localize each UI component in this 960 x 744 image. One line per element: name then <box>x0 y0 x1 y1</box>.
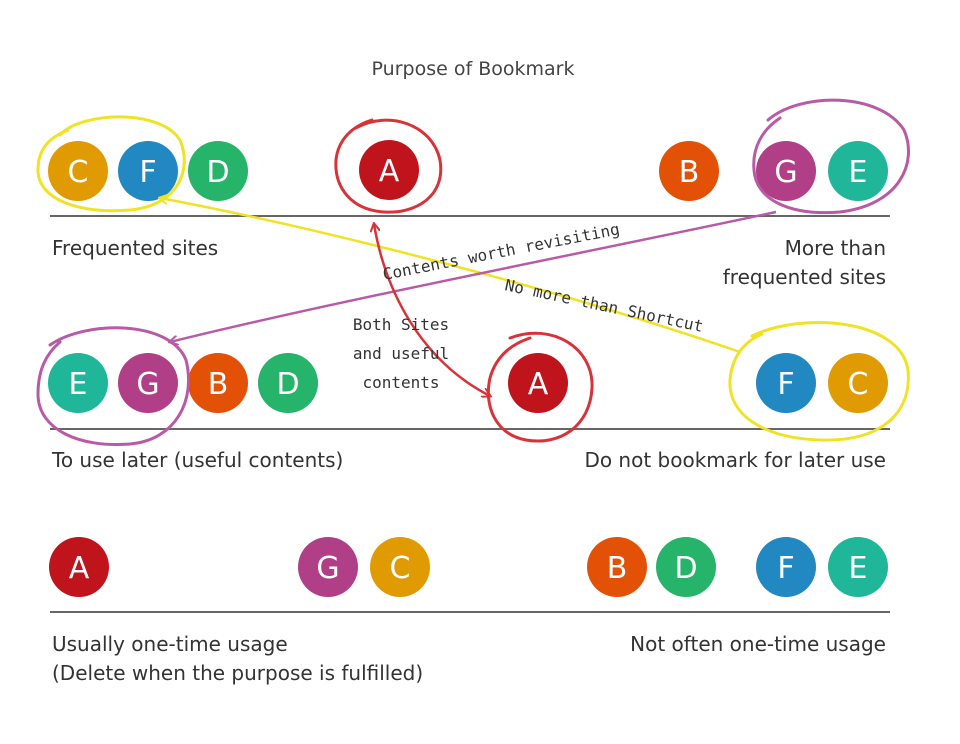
row-2-badges: E G B D A F C <box>48 353 888 413</box>
badge-letter: G <box>774 155 797 190</box>
row-3-left-label-line-2: (Delete when the purpose is fulfilled) <box>52 661 423 685</box>
badge-letter: A <box>69 551 90 586</box>
badge: C <box>828 353 888 413</box>
badge: D <box>656 537 716 597</box>
badge: G <box>756 141 816 201</box>
badge-letter: E <box>849 551 868 586</box>
badge-letter: B <box>607 551 628 586</box>
annotation-no-more-than-shortcut: No more than Shortcut <box>503 275 705 336</box>
row-3-right-label: Not often one-time usage <box>630 632 886 656</box>
badge-letter: F <box>139 155 156 190</box>
badge-letter: D <box>206 155 229 190</box>
badge-letter: C <box>848 367 869 402</box>
annotation-both-sites-line-1: Both Sites <box>353 315 449 334</box>
yellow-arrow-shortcut <box>160 198 741 354</box>
badge: F <box>118 141 178 201</box>
badge-letter: A <box>379 154 400 189</box>
badge: B <box>587 537 647 597</box>
badge-letter: D <box>276 367 299 402</box>
annotation-both-sites-line-2: and useful <box>353 344 449 363</box>
badge-letter: G <box>136 367 159 402</box>
row-1-right-label-line-1: More than <box>785 236 886 260</box>
badge-letter: F <box>777 367 794 402</box>
purple-ring-g-e-top <box>752 98 910 215</box>
row-1-left-label: Frequented sites <box>52 236 218 260</box>
row-1-badges: C F D A B G E <box>48 140 888 201</box>
badge-letter: C <box>68 155 89 190</box>
badge: D <box>258 353 318 413</box>
badge-letter: B <box>679 155 700 190</box>
badge-letter: G <box>316 551 339 586</box>
annotation-both-sites-line-3: contents <box>362 373 439 392</box>
badge: A <box>508 353 568 413</box>
badge: E <box>828 537 888 597</box>
badge-letter: B <box>208 367 229 402</box>
badge-letter: C <box>390 551 411 586</box>
badge: B <box>659 141 719 201</box>
badge: F <box>756 537 816 597</box>
badge-letter: D <box>674 551 697 586</box>
badge: C <box>370 537 430 597</box>
row-3-badges: A G C B D F E <box>49 537 888 597</box>
badge: D <box>188 141 248 201</box>
badge-letter: E <box>849 155 868 190</box>
badge: A <box>49 537 109 597</box>
badge: B <box>188 353 248 413</box>
badge-letter: F <box>777 551 794 586</box>
badge: G <box>298 537 358 597</box>
badge: F <box>756 353 816 413</box>
badge: G <box>118 353 178 413</box>
badge: E <box>828 141 888 201</box>
badge-letter: A <box>528 367 549 402</box>
badge: E <box>48 353 108 413</box>
yellow-ring-c-f-top <box>36 115 186 213</box>
red-ring-a-top <box>334 118 443 214</box>
row-2-left-label: To use later (useful contents) <box>51 448 343 472</box>
badge: C <box>48 141 108 201</box>
row-2-right-label: Do not bookmark for later use <box>584 448 886 472</box>
row-3-left-label-line-1: Usually one-time usage <box>52 632 288 656</box>
row-1-right-label-line-2: frequented sites <box>723 265 886 289</box>
red-double-arrow-both <box>374 224 490 396</box>
badge: A <box>359 140 419 200</box>
badge-letter: E <box>69 367 88 402</box>
yellow-ring-f-c-mid <box>728 321 910 442</box>
purple-ring-e-g-mid <box>36 326 191 447</box>
diagram-title: Purpose of Bookmark <box>372 58 575 80</box>
